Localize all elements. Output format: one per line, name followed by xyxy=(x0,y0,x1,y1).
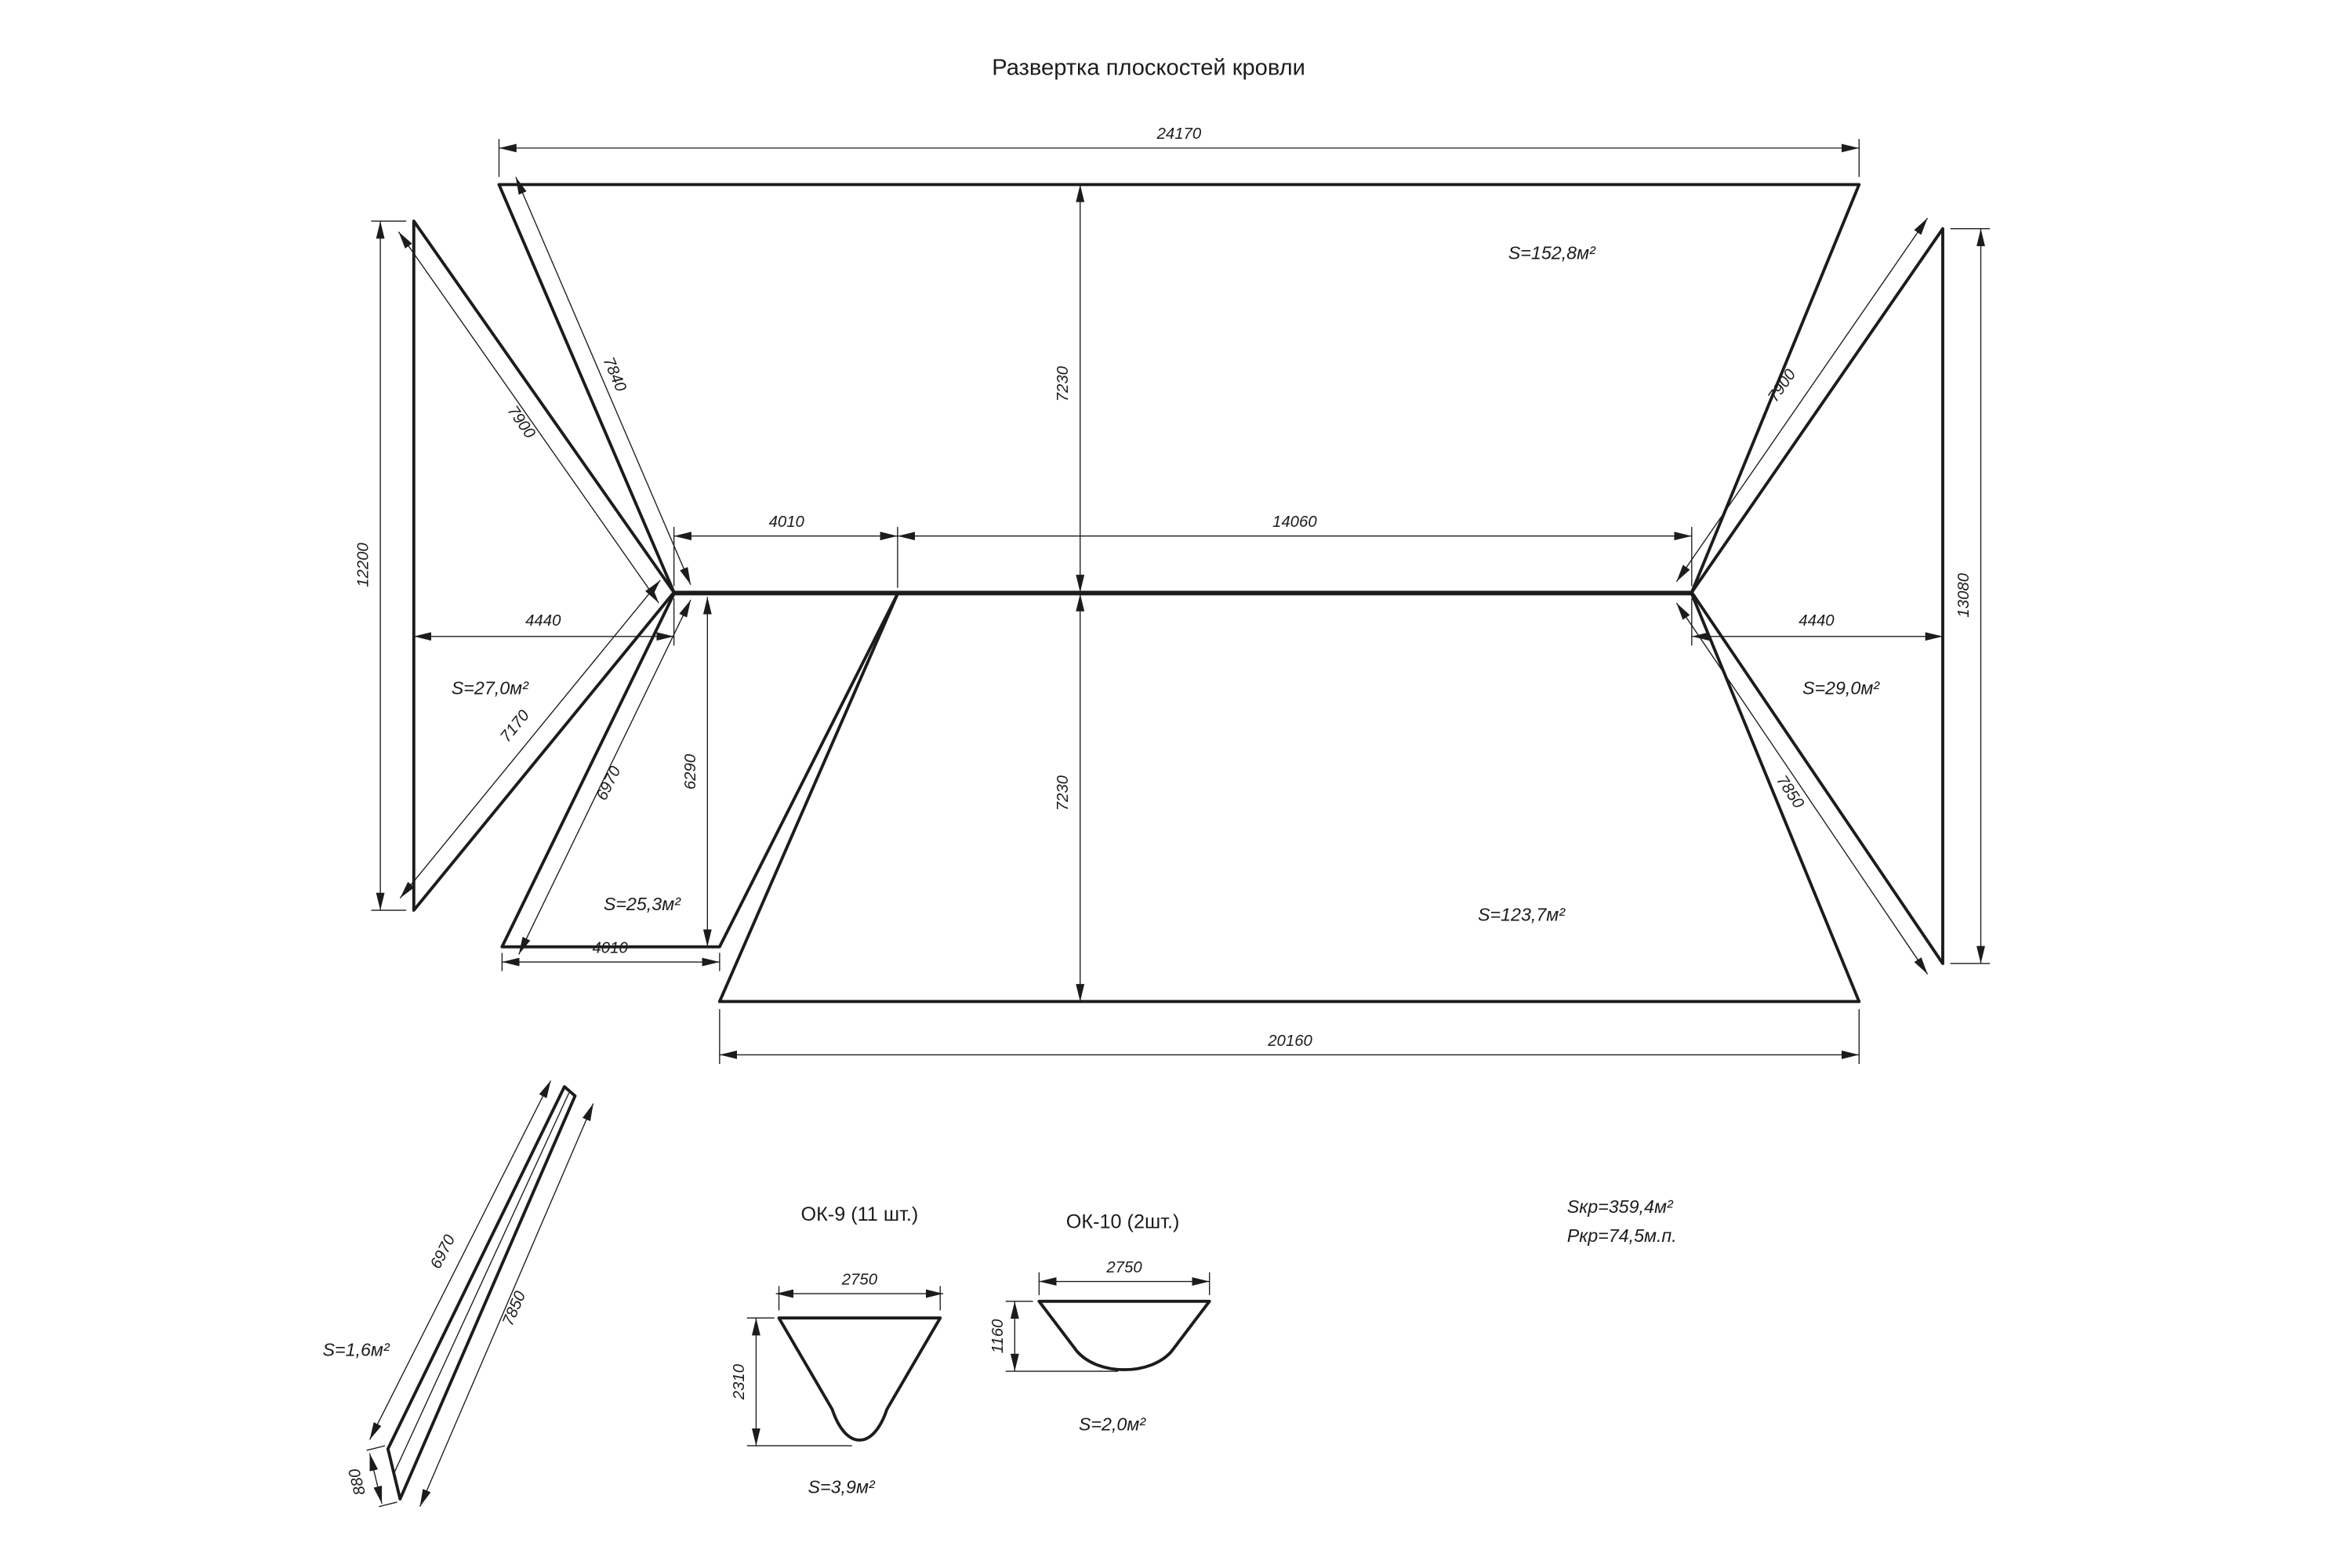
right-gable-outline xyxy=(1690,227,1944,965)
dim-ok9-width: 2750 xyxy=(775,1271,944,1298)
bottom-slope-area: S=123,7м² xyxy=(1478,905,1566,925)
dim-label-13080: 13080 xyxy=(1955,572,1973,617)
right-gable-area: S=29,0м² xyxy=(1802,678,1880,699)
dim-right-gable-lower-edge: 7850 xyxy=(1675,602,1929,975)
dim-ridge-strip-base: 880 xyxy=(346,1453,383,1504)
dim-ridge-left-segment: 4010 xyxy=(673,514,898,541)
dim-top-slope-height: 7230 xyxy=(1054,184,1085,593)
totals-block: Sкр=359,4м² Ркр=74,5м.п. xyxy=(1567,1196,1677,1246)
top-slope-area: S=152,8м² xyxy=(1508,243,1596,263)
dim-label-4440-left: 4440 xyxy=(525,612,561,630)
dim-label-7230-bottom: 7230 xyxy=(1054,775,1072,811)
dim-right-gable-height: 13080 xyxy=(1955,228,1985,964)
dim-label-4440-right: 4440 xyxy=(1798,612,1835,630)
dim-label-6970-strip: 6970 xyxy=(427,1232,459,1272)
dim-label-2310: 2310 xyxy=(731,1363,748,1400)
left-small-slope-area: S=25,3м² xyxy=(604,894,681,914)
dim-ok10-height: 1160 xyxy=(989,1301,1019,1372)
dim-label-24170: 24170 xyxy=(1156,125,1202,143)
dim-label-7900-left: 7900 xyxy=(504,403,539,442)
dim-label-7230-top: 7230 xyxy=(1054,365,1072,401)
drawing-title: Развертка плоскостей кровли xyxy=(992,56,1305,81)
area-labels: S=152,8м² S=27,0м² S=25,3м² S=123,7м² S=… xyxy=(322,243,1880,1497)
dim-small-slope-bottom: 4010 xyxy=(502,939,720,967)
dim-bottom-slope-height: 7230 xyxy=(1054,593,1085,1002)
ok9-window-outline xyxy=(777,1316,942,1442)
dim-label-880: 880 xyxy=(346,1466,369,1497)
bottom-slope-outline xyxy=(717,592,1861,1004)
dim-label-4010-ridge: 4010 xyxy=(769,514,805,531)
left-gable-area: S=27,0м² xyxy=(452,678,529,699)
dim-ok9-height: 2310 xyxy=(731,1318,760,1446)
left-small-slope-outline xyxy=(500,592,899,949)
ok9-title: ОК-9 (11 шт.) xyxy=(801,1203,919,1225)
dimensions: 24170 7230 7230 4010 14060 20160 12200 xyxy=(346,125,1985,1508)
ok9-area: S=3,9м² xyxy=(808,1476,876,1497)
dim-label-2750-ok9: 2750 xyxy=(841,1271,878,1288)
ok10-window-outline xyxy=(1037,1299,1211,1371)
dim-bottom-width: 20160 xyxy=(719,1033,1860,1059)
dim-label-7840: 7840 xyxy=(600,354,630,394)
dim-label-1160: 1160 xyxy=(989,1319,1007,1353)
ridge-strip-fold-line xyxy=(393,1092,570,1474)
dim-ridge-strip-left-edge: 6970 xyxy=(368,1080,552,1440)
dim-label-7170: 7170 xyxy=(497,706,533,746)
dim-small-slope-height: 6290 xyxy=(682,597,712,947)
dim-top-width: 24170 xyxy=(499,125,1860,153)
dim-left-gable-upper-edge: 7900 xyxy=(397,231,659,604)
detail-titles: ОК-9 (11 шт.) ОК-10 (2шт.) xyxy=(801,1203,1180,1233)
top-slope-outline xyxy=(497,183,1861,594)
dim-ok10-width: 2750 xyxy=(1039,1259,1210,1286)
dim-label-20160: 20160 xyxy=(1267,1033,1312,1050)
dim-label-6970-slope: 6970 xyxy=(593,764,625,804)
dim-right-gable-upper-edge: 7900 xyxy=(1675,217,1929,583)
dim-label-7850-strip: 7850 xyxy=(499,1288,529,1328)
dim-ridge-strip-right-edge: 7850 xyxy=(419,1103,594,1508)
dim-right-gable-depth: 4440 xyxy=(1691,612,1944,641)
dim-label-2750-ok10: 2750 xyxy=(1105,1259,1142,1276)
ok10-area: S=2,0м² xyxy=(1079,1414,1146,1435)
total-roof-perimeter: Ркр=74,5м.п. xyxy=(1567,1225,1677,1246)
ok10-title: ОК-10 (2шт.) xyxy=(1066,1211,1180,1233)
dim-ridge-right-segment: 14060 xyxy=(897,514,1692,541)
dim-left-gable-depth: 4440 xyxy=(413,612,674,641)
dim-label-6290: 6290 xyxy=(682,753,699,789)
left-gable-outline xyxy=(412,220,676,913)
dim-label-7900-right: 7900 xyxy=(1765,366,1799,405)
total-roof-area: Sкр=359,4м² xyxy=(1567,1196,1674,1217)
dim-label-4010-bottom: 4010 xyxy=(592,939,628,956)
ridge-strip-outline xyxy=(386,1085,577,1501)
dim-label-14060: 14060 xyxy=(1272,514,1317,531)
dim-left-gable-height: 12200 xyxy=(355,221,385,911)
dim-label-12200: 12200 xyxy=(355,543,372,587)
ridge-strip-area: S=1,6м² xyxy=(322,1340,390,1360)
